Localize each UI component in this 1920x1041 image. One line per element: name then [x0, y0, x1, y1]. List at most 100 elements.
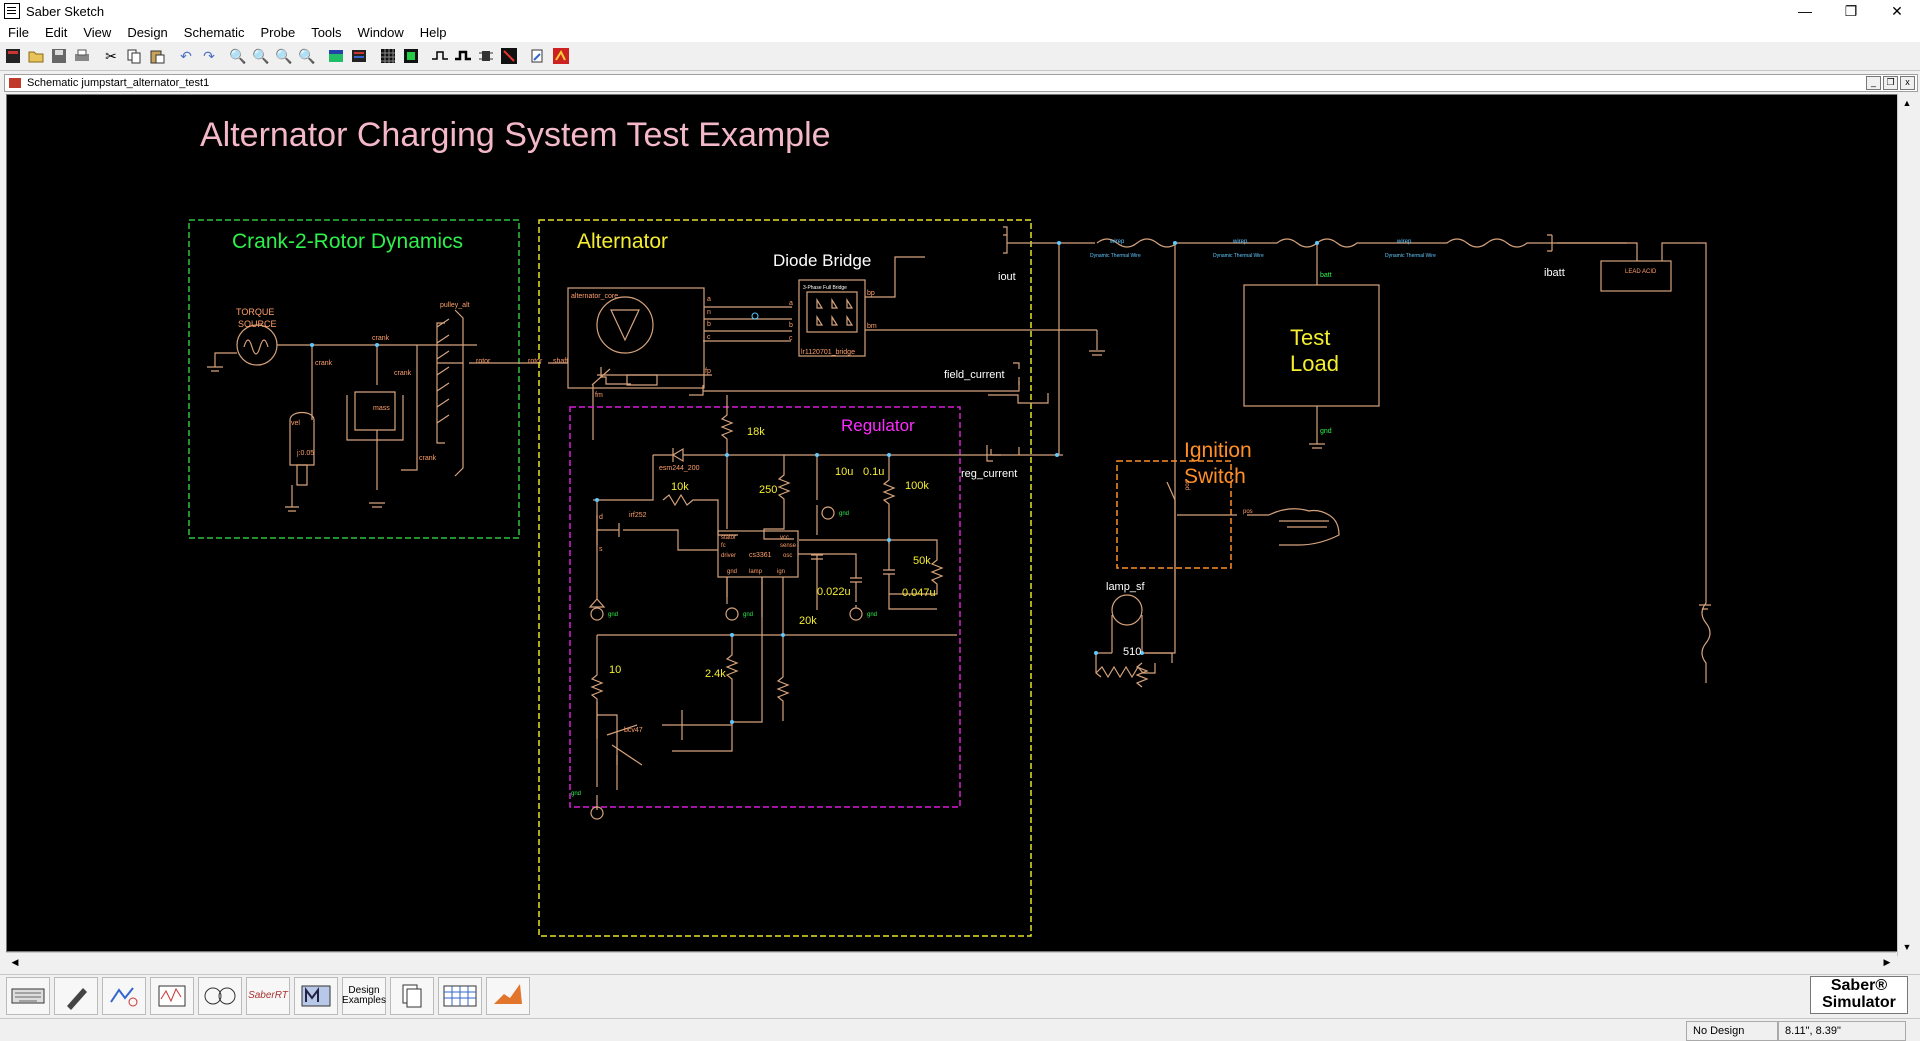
junction-dot [725, 453, 729, 457]
scroll-up-icon[interactable]: ▲ [1902, 98, 1912, 108]
bridge-pin-bm: bm [867, 323, 877, 330]
menu-view[interactable]: View [83, 24, 112, 40]
probe-icon[interactable] [498, 45, 520, 67]
alternator-core-box[interactable] [567, 287, 705, 389]
simulate-icon[interactable] [550, 45, 572, 67]
scroll-right-icon[interactable]: ▶ [1883, 957, 1891, 967]
gnd-label-4: gnd [839, 511, 849, 517]
scroll-down-icon[interactable]: ▼ [1902, 942, 1912, 952]
model-tools-icon[interactable] [294, 977, 338, 1015]
schematic-canvas[interactable]: Alternator Charging System Test Example … [6, 94, 1898, 952]
ignition-label-2: Switch [1184, 465, 1246, 488]
paste-icon[interactable] [146, 45, 168, 67]
table-icon[interactable] [438, 977, 482, 1015]
window-title: Saber Sketch [26, 3, 105, 19]
matlab-icon[interactable] [486, 977, 530, 1015]
bridge-box[interactable] [798, 279, 866, 357]
wire-icon[interactable] [429, 45, 451, 67]
gnd-label-1: gnd [608, 612, 618, 618]
close-button[interactable]: ✕ [1891, 2, 1903, 19]
zoom-out-icon[interactable]: 🔍 [298, 47, 316, 64]
menu-help[interactable]: Help [419, 24, 447, 40]
menu-tools[interactable]: Tools [311, 24, 342, 40]
menu-edit[interactable]: Edit [44, 24, 68, 40]
saber-rt-icon[interactable]: SaberRT [246, 977, 290, 1015]
pulley-label: pulley_alt [440, 302, 470, 309]
undo-icon[interactable]: ↶ [180, 47, 192, 64]
schematic-symbols-icon[interactable] [102, 977, 146, 1015]
c0047u-label: 0.047u [902, 587, 936, 599]
redo-icon[interactable]: ↷ [203, 47, 215, 64]
alternator-block-label: Alternator [577, 230, 668, 253]
shaft-label: shaft [553, 358, 568, 365]
bridge-title: 3-Phase Full Bridge [803, 285, 847, 291]
layers-icon[interactable] [325, 45, 347, 67]
waveform-viewer-icon[interactable] [150, 977, 194, 1015]
saber-rt-label: SaberRT [248, 990, 288, 1001]
junction-dot [1140, 651, 1144, 655]
new-icon[interactable] [2, 45, 24, 67]
menu-schematic[interactable]: Schematic [183, 24, 245, 40]
print-icon[interactable] [71, 45, 93, 67]
c0022u-label: 0.022u [817, 586, 851, 598]
crank-label: crank [372, 335, 390, 342]
documents-icon[interactable] [390, 977, 434, 1015]
snap-icon[interactable] [400, 45, 422, 67]
r20k-label: 20k [799, 615, 817, 627]
grid-icon[interactable] [377, 45, 399, 67]
part-icon[interactable] [475, 45, 497, 67]
crank-block-label: Crank-2-Rotor Dynamics [232, 230, 463, 253]
menu-probe[interactable]: Probe [260, 24, 296, 40]
cut-icon[interactable]: ✂ [105, 47, 117, 64]
junction-dot [1055, 453, 1059, 457]
bcv47-label: bcv47 [624, 727, 643, 734]
doc-restore-button[interactable]: ❐ [1883, 76, 1898, 90]
horizontal-scrollbar[interactable]: ◀ ▶ [6, 952, 1896, 971]
regulator-block[interactable] [569, 406, 961, 808]
battery-symbol[interactable] [1600, 260, 1672, 292]
pin-driver: driver [721, 553, 736, 559]
bus-icon[interactable] [452, 45, 474, 67]
pin-fm: fm [595, 392, 603, 399]
crank-block[interactable] [188, 219, 520, 539]
netlist-icon[interactable] [527, 45, 549, 67]
doc-minimize-button[interactable]: _ [1866, 76, 1881, 90]
junction-dot [781, 633, 785, 637]
keyboard-icon[interactable] [6, 977, 50, 1015]
r2-4k-label: 2.4k [705, 668, 726, 680]
open-folder-icon[interactable] [25, 45, 47, 67]
design-examples-label-1: Design [348, 985, 380, 996]
color-icon[interactable] [348, 45, 370, 67]
reliability-icon[interactable] [198, 977, 242, 1015]
test-load-box[interactable] [1243, 284, 1380, 407]
doc-close-button[interactable]: x [1900, 76, 1915, 90]
vel-label: vel [291, 420, 300, 427]
zoom-fit-icon[interactable]: 🔍 [252, 47, 270, 64]
torque-source-symbol[interactable] [236, 324, 278, 366]
restore-button[interactable]: ❐ [1844, 2, 1858, 19]
irf252-label: irf252 [629, 512, 647, 519]
copy-icon[interactable] [123, 45, 145, 67]
scroll-left-icon[interactable]: ◀ [11, 957, 19, 967]
wirep-label-2: wirep [1232, 239, 1248, 245]
junction-dot [1094, 651, 1098, 655]
alternator-core-label: alternator_core [571, 293, 618, 300]
bridge-pin-bp: bp [867, 290, 875, 297]
menu-file[interactable]: File [8, 24, 29, 40]
zoom-area-icon[interactable]: 🔍 [275, 47, 293, 64]
save-icon[interactable] [48, 45, 70, 67]
torque-source-label-1: TORQUE [236, 307, 274, 317]
alternator-block[interactable] [538, 219, 1032, 937]
lamp-sf-label: lamp_sf [1106, 581, 1145, 593]
zoom-in-icon[interactable]: 🔍 [229, 47, 247, 64]
sketch-pen-icon[interactable] [54, 977, 98, 1015]
minimize-button[interactable]: — [1798, 3, 1812, 19]
menu-window[interactable]: Window [357, 24, 404, 40]
gnd-label-3: gnd [867, 612, 877, 618]
wire-desc-1: Dynamic Thermal Wire [1090, 253, 1141, 259]
design-examples-label-2: Examples [342, 995, 386, 1006]
menu-design[interactable]: Design [127, 24, 168, 40]
vertical-scrollbar[interactable]: ▲ ▼ [1897, 94, 1916, 956]
schematic-drawing[interactable]: Alternator Charging System Test Example … [7, 95, 1897, 951]
